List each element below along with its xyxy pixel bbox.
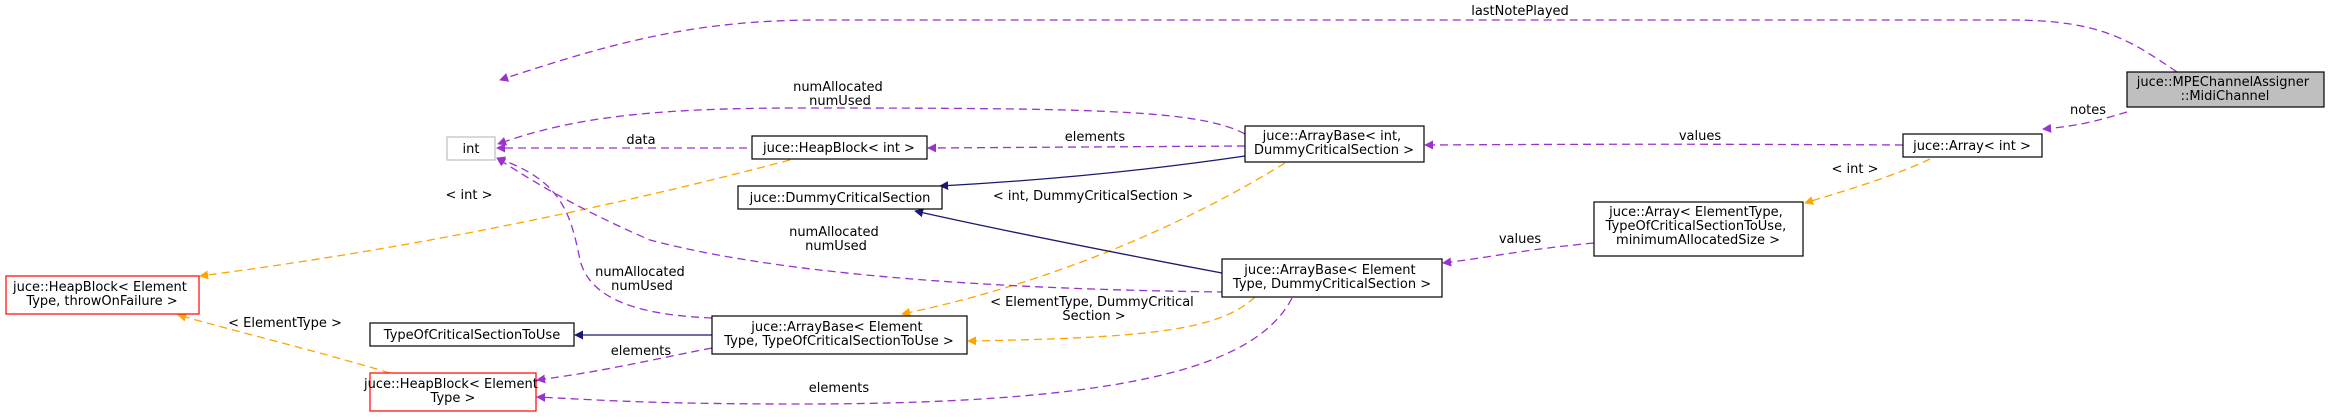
edge-elements-bottom	[536, 297, 1293, 405]
node-arraybase-element-typeofcs[interactable]: juce::ArrayBase< Element Type, TypeOfCri…	[711, 315, 968, 355]
edge-numalloc-top	[497, 107, 1246, 146]
edge-labels: lastNotePlayed notes values < int > numA…	[228, 4, 2106, 396]
node-typeof-critical-section[interactable]: TypeOfCriticalSectionToUse	[369, 322, 575, 347]
svg-text:int: int	[463, 142, 480, 157]
svg-text:juce::DummyCriticalSection: juce::DummyCriticalSection	[749, 191, 931, 206]
svg-text:juce::ArrayBase< int, Du: juce::ArrayBase< int, DummyCriticalSecti…	[1254, 129, 1414, 158]
node-heapblock-int[interactable]: juce::HeapBlock< int >	[751, 135, 928, 160]
node-array-int[interactable]: juce::Array< int >	[1902, 133, 2043, 158]
edge-int-dummy-tmpl	[901, 162, 1286, 317]
edge-label-elements-top: elements	[1065, 130, 1126, 145]
edge-numalloc-mid	[496, 157, 1226, 293]
node-array-generic[interactable]: juce::Array< ElementType, TypeOfCritical…	[1593, 201, 1804, 257]
svg-text:juce::HeapBlock< Element: juce::HeapBlock< Element Type >	[363, 377, 542, 406]
edge-inherit-dummy-top	[939, 155, 1246, 191]
node-arraybase-int[interactable]: juce::ArrayBase< int, DummyCriticalSecti…	[1244, 125, 1425, 163]
edge-label-lastnoteplayed: lastNotePlayed	[1471, 4, 1569, 19]
edge-label-notes: notes	[2070, 103, 2106, 118]
edge-elementtype-tmpl	[177, 312, 391, 374]
svg-text:juce::ArrayBase< Element: juce::ArrayBase< Element Type, TypeOfCri…	[723, 320, 954, 349]
edge-values-top	[1424, 140, 1904, 150]
edge-label-elementtype-tmpl: < ElementType >	[228, 316, 342, 331]
svg-text:TypeOfCriticalSectionToUse: TypeOfCriticalSectionToUse	[383, 328, 560, 343]
svg-text:juce::HeapBlock< int >: juce::HeapBlock< int >	[762, 141, 915, 156]
edge-label-int-tmpl-array: < int >	[1832, 162, 1879, 177]
node-dummy-critical-section[interactable]: juce::DummyCriticalSection	[737, 185, 943, 210]
edge-label-numalloc-top: numAllocated numUsed	[793, 80, 887, 109]
edge-elements-top	[927, 143, 1246, 153]
edge-label-elements-bottom: elements	[809, 381, 870, 396]
edge-label-numalloc-mid: numAllocated numUsed	[789, 225, 883, 254]
edge-label-values-mid: values	[1499, 232, 1542, 247]
node-int[interactable]: int	[446, 136, 496, 161]
edge-int-tmpl-heap	[199, 159, 791, 280]
edge-label-int-tmpl-heap: < int >	[446, 188, 493, 203]
node-arraybase-element-dummy[interactable]: juce::ArrayBase< Element Type, DummyCrit…	[1221, 258, 1443, 298]
node-heapblock-element[interactable]: juce::HeapBlock< Element Type >	[363, 372, 542, 412]
svg-text:juce::HeapBlock< Element: juce::HeapBlock< Element Type, throwOnFa…	[12, 280, 191, 309]
edge-label-elements-left: elements	[611, 344, 672, 359]
edge-lastnoteplayed	[499, 19, 2178, 82]
node-midichannel[interactable]: juce::MPEChannelAssigner ::MidiChannel	[2126, 71, 2325, 108]
svg-text:juce::ArrayBase< Element: juce::ArrayBase< Element Type, DummyCrit…	[1232, 263, 1431, 292]
edge-label-numalloc-left: numAllocated numUsed	[595, 265, 689, 294]
edges	[177, 19, 2178, 405]
edge-numalloc-left	[496, 156, 713, 319]
edge-int-tmpl-array	[1804, 158, 1931, 205]
edge-elem-dummy-tmpl	[967, 296, 1256, 346]
node-heapblock-throwonfailure[interactable]: juce::HeapBlock< Element Type, throwOnFa…	[5, 275, 200, 315]
edge-notes	[2042, 111, 2128, 133]
edge-label-values-top: values	[1679, 129, 1722, 144]
edge-label-int-dummy-tmpl: < int, DummyCriticalSection >	[993, 189, 1193, 204]
edge-inherit-dummy-mid	[914, 208, 1223, 274]
edge-values-mid	[1442, 242, 1595, 267]
svg-text:juce::Array< int >: juce::Array< int >	[1912, 139, 2031, 154]
svg-text:juce::Array< ElementType,: juce::Array< ElementType, TypeOfCritical…	[1605, 205, 1791, 248]
svg-text:juce::MPEChannelAssigner: juce::MPEChannelAssigner ::MidiChannel	[2136, 75, 2313, 104]
edge-label-elem-dummy-tmpl: < ElementType, DummyCritical Section >	[990, 295, 1198, 324]
edge-label-data: data	[626, 133, 655, 148]
